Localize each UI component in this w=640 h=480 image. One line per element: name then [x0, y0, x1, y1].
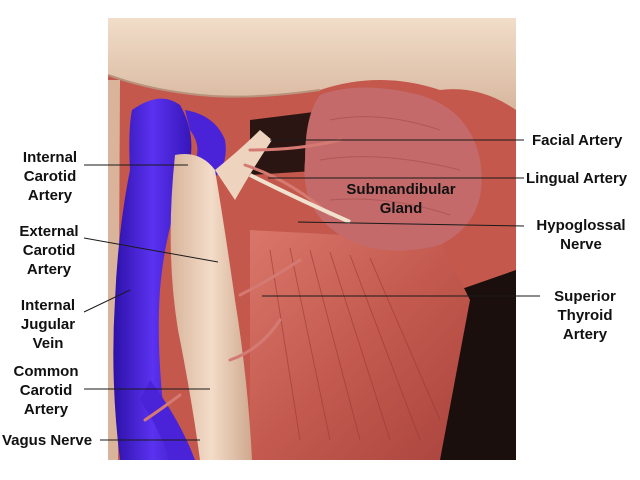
label-hypoglossal-nerve: Hypoglossal Nerve [536, 217, 626, 253]
leader-lines [83, 139, 540, 441]
label-vagus-nerve: Vagus Nerve [2, 432, 93, 449]
label-submandibular-gland: Submandibular Gland [346, 181, 456, 217]
label-external-carotid-artery: External Carotid Artery [19, 223, 79, 278]
label-internal-carotid-artery: Internal Carotid Artery [22, 149, 78, 204]
label-lingual-artery: Lingual Artery [526, 170, 628, 187]
carotid-artery-shape [170, 154, 252, 460]
label-superior-thyroid-artery: Superior Thyroid Artery [554, 288, 616, 343]
label-internal-jugular-vein: Internal Jugular Vein [20, 297, 76, 352]
label-common-carotid-artery: Common Carotid Artery [13, 363, 79, 418]
internal-jugular-vein-shape [113, 98, 192, 461]
submandibular-gland-shape [304, 87, 482, 251]
label-facial-artery: Facial Artery [532, 132, 623, 149]
skin-flap [108, 18, 516, 110]
